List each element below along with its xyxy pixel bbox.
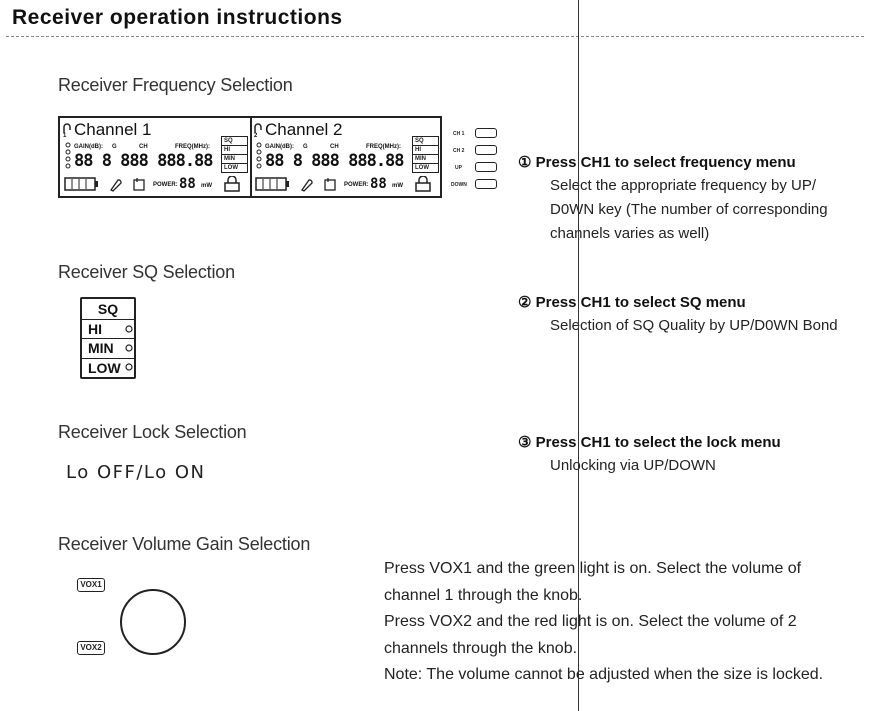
lcd-ch2-sq-box: SQ HI MIN LOW: [412, 136, 439, 173]
lcd-sq-hi: HI: [413, 146, 438, 155]
lcd-freq-label: FREQ(MHz):: [175, 144, 210, 150]
ch1-button-label: CH 1: [453, 131, 465, 137]
sq-title: SQ: [97, 301, 119, 317]
page-title: Receiver operation instructions: [12, 6, 343, 29]
volume-line-3: Press VOX2 and the red light is on. Sele…: [384, 613, 797, 630]
volume-line-4: channels through the knob.: [384, 640, 578, 657]
lcd-ch1-label: Channel 1: [74, 120, 152, 139]
lock-display: Lo OFF/Lo ON: [66, 462, 206, 483]
volume-heading: Receiver Volume Gain Selection: [58, 534, 311, 554]
sq-heading: Receiver SQ Selection: [58, 262, 235, 282]
lock-icon: [224, 176, 240, 192]
lcd-ch1-index: 1: [63, 133, 67, 139]
lcd-gain-label: GAIN(dB):: [265, 144, 294, 150]
title-rule: [6, 36, 864, 37]
down-button[interactable]: [475, 179, 497, 189]
lcd-sq-low: LOW: [224, 165, 238, 171]
step2-title: ② Press CH1 to select SQ menu: [518, 294, 746, 311]
lcd-ch-label: CH: [330, 144, 339, 150]
bodypack-icon: [133, 178, 145, 191]
step1-line-1: Select the appropriate frequency by UP/: [550, 177, 816, 194]
lcd-power-value: 88: [179, 176, 196, 192]
lcd-sq-hi: HI: [222, 146, 247, 155]
lcd-sq-min: MIN: [413, 155, 438, 164]
lock-icon: [415, 176, 431, 192]
signal-dots-icon: [256, 142, 262, 169]
volume-line-2: channel 1 through the knob.: [384, 587, 583, 604]
sq-diagram: SQ HI MIN LOW: [80, 297, 136, 379]
volume-knob[interactable]: [120, 589, 186, 655]
signal-dots-icon: [65, 142, 71, 169]
lcd-power-unit: mW: [201, 183, 212, 189]
mic-icon: [110, 179, 122, 192]
ch1-button[interactable]: [475, 128, 497, 138]
lcd-power-value: 88: [370, 176, 387, 192]
lcd-gain-label: GAIN(dB):: [74, 144, 103, 150]
lcd-divider: [250, 118, 252, 196]
lcd-sq-low: LOW: [415, 165, 429, 171]
lcd-power-unit: mW: [392, 183, 403, 189]
mic-icon: [301, 179, 313, 192]
volume-line-1: Press VOX1 and the green light is on. Se…: [384, 560, 802, 577]
frequency-heading: Receiver Frequency Selection: [58, 75, 293, 95]
antenna-icon: [254, 123, 262, 133]
lcd-ch1-digits: 88 8 888 888.88: [74, 151, 214, 171]
lcd-ch-label: CH: [139, 144, 148, 150]
sq-separator: [82, 319, 134, 320]
lcd-power-label: POWER:: [344, 182, 369, 188]
fold-line: [578, 0, 579, 711]
step2-line: Selection of SQ Quality by UP/D0WN Bond: [550, 317, 838, 334]
ch2-button[interactable]: [475, 145, 497, 155]
sq-low: LOW: [88, 360, 121, 376]
vox2-button[interactable]: VOX2: [77, 641, 105, 655]
lcd-sq-min: MIN: [222, 155, 247, 164]
lcd-g-label: G: [303, 144, 308, 150]
up-button-label: UP: [455, 165, 462, 171]
step1-title: ① Press CH1 to select frequency menu: [518, 154, 796, 171]
battery-icon: [64, 177, 98, 191]
sq-separator: [82, 358, 134, 359]
step3-line: Unlocking via UP/DOWN: [550, 457, 716, 474]
sq-hi: HI: [88, 321, 102, 337]
lcd-ch2-digits: 88 8 888 888.88: [265, 151, 405, 171]
sq-separator: [82, 338, 134, 339]
lock-heading: Receiver Lock Selection: [58, 422, 247, 442]
antenna-icon: [63, 123, 71, 133]
down-button-label: DOWN: [451, 182, 467, 188]
volume-note: Note: The volume cannot be adjusted when…: [384, 666, 824, 683]
lcd-freq-label: FREQ(MHz):: [366, 144, 401, 150]
lcd-sq-label: SQ: [222, 137, 247, 146]
up-button[interactable]: [475, 162, 497, 172]
lcd-ch2-label: Channel 2: [265, 120, 343, 139]
lcd-power-label: POWER:: [153, 182, 178, 188]
step1-line-3: channels varies as well): [550, 225, 710, 242]
lcd-g-label: G: [112, 144, 117, 150]
lcd-ch1-sq-box: SQ HI MIN LOW: [221, 136, 248, 173]
lcd-sq-label: SQ: [413, 137, 438, 146]
indicator-dots-icon: [125, 325, 133, 371]
battery-icon: [255, 177, 289, 191]
ch2-button-label: CH 2: [453, 148, 465, 154]
step1-line-2: D0WN key (The number of corresponding: [550, 201, 828, 218]
vox1-button[interactable]: VOX1: [77, 578, 105, 592]
lcd-ch2-index: 2: [254, 133, 258, 139]
sq-min: MIN: [88, 340, 114, 356]
step3-title: ③ Press CH1 to select the lock menu: [518, 434, 781, 451]
lcd-display: 1 Channel 1 GAIN(dB): G CH FREQ(MHz): 88…: [58, 116, 442, 198]
bodypack-icon: [324, 178, 336, 191]
